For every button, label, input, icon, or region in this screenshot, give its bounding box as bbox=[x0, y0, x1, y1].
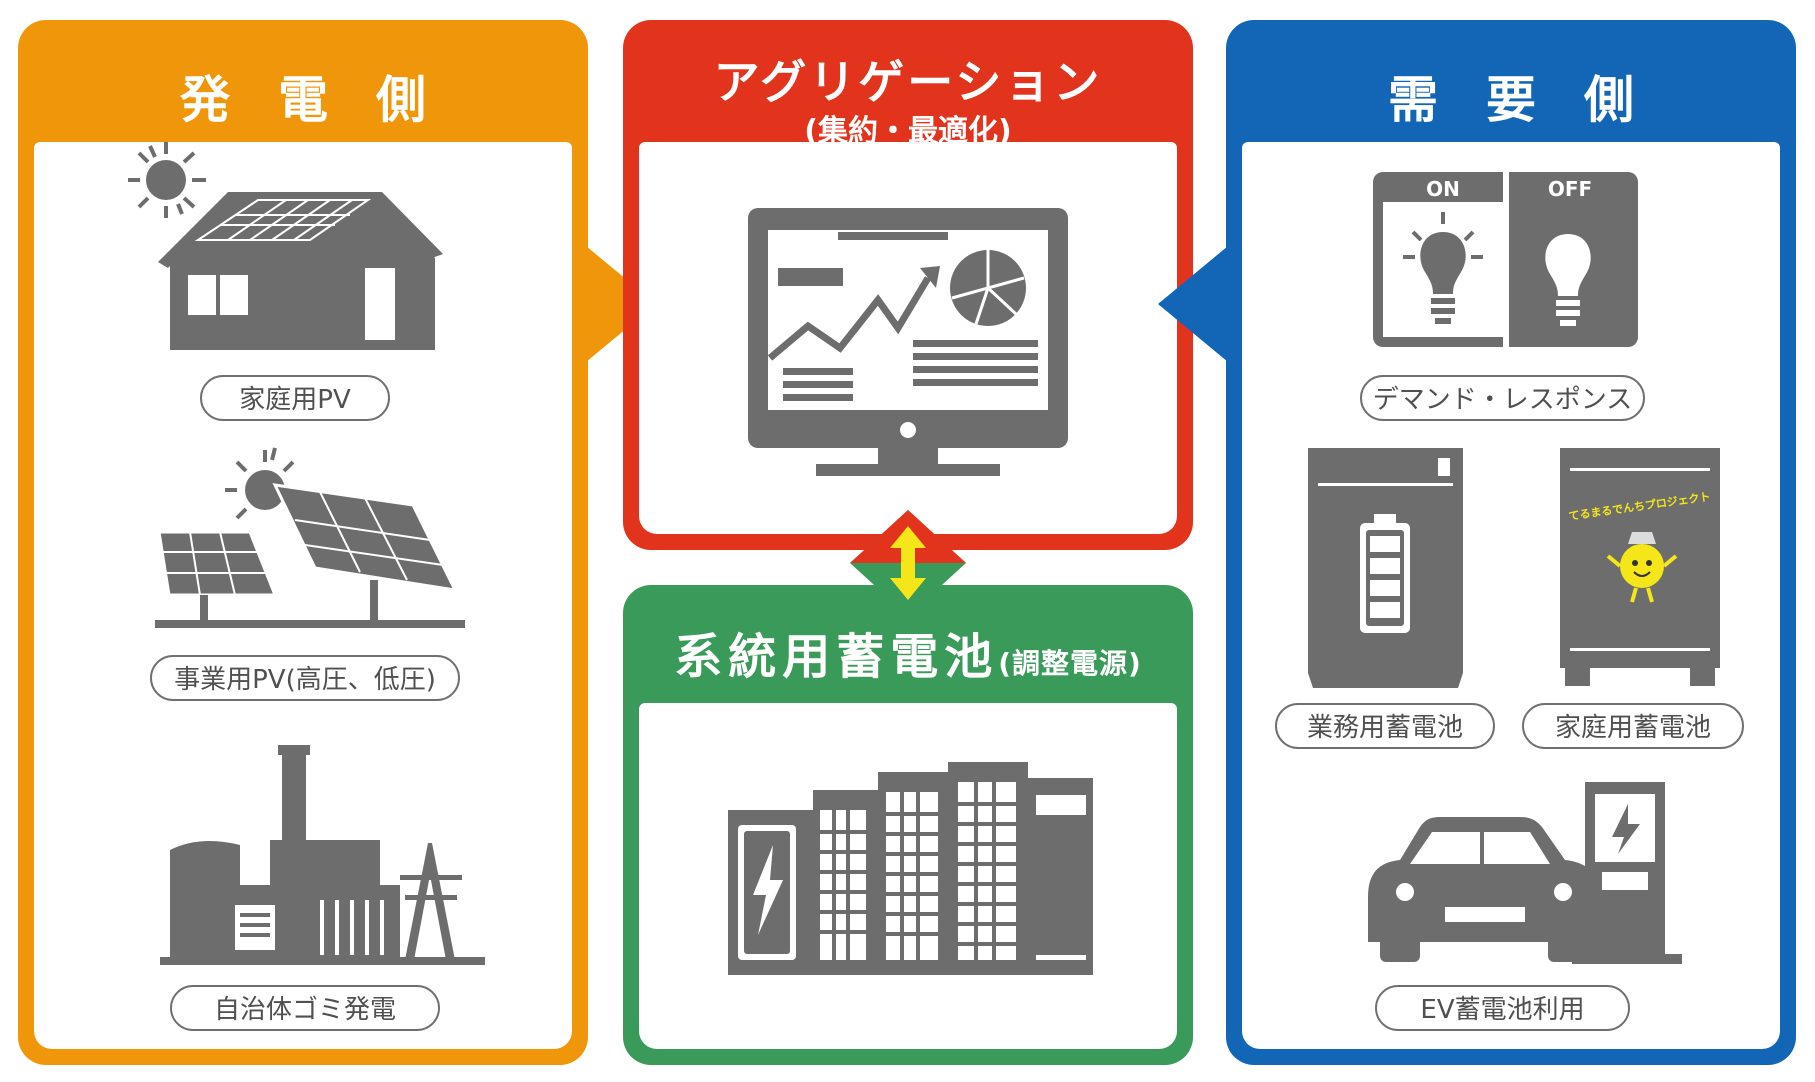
lightning-icon bbox=[1612, 804, 1640, 854]
grid-battery-subtitle: (調整電源) bbox=[998, 647, 1142, 680]
label-home-pv: 家庭用PV bbox=[200, 375, 390, 421]
aggregation-title: アグリゲーション bbox=[713, 55, 1103, 109]
label-ev-battery: EV蓄電池利用 bbox=[1375, 985, 1630, 1031]
waste-power-plant-icon bbox=[160, 745, 485, 965]
grid-battery-title-text: 系統用蓄電池 bbox=[674, 629, 999, 685]
house-with-solar-icon bbox=[128, 142, 443, 350]
solar-farm-icon bbox=[155, 447, 465, 628]
analytics-monitor-icon bbox=[748, 208, 1068, 476]
demand-title: 需要側 bbox=[1388, 71, 1682, 129]
mascot-icon bbox=[1606, 532, 1678, 603]
on-off-switch-icon: ON OFF bbox=[1373, 172, 1638, 347]
generation-title: 発電側 bbox=[180, 71, 474, 129]
lightning-icon bbox=[753, 845, 783, 935]
label-home-battery: 家庭用蓄電池 bbox=[1522, 703, 1744, 749]
demand-to-aggregation-arrow bbox=[1158, 246, 1228, 362]
switch-off-label: OFF bbox=[1548, 177, 1592, 201]
trend-line-icon bbox=[767, 276, 932, 361]
grid-battery-title: 系統用蓄電池(調整電源) bbox=[623, 617, 1193, 687]
sun-icon bbox=[146, 160, 186, 200]
light-bulb-off-icon bbox=[1545, 234, 1591, 326]
battery-storage-facility-icon bbox=[728, 762, 1093, 975]
home-battery-icon: てるまるでんちプロジェクト bbox=[1560, 448, 1720, 686]
label-commercial-battery: 業務用蓄電池 bbox=[1275, 703, 1495, 749]
label-municipal-waste-power: 自治体ゴミ発電 bbox=[170, 985, 440, 1031]
bidirectional-connector bbox=[850, 510, 966, 616]
label-demand-response: デマンド・レスポンス bbox=[1360, 375, 1645, 421]
sun-icon bbox=[245, 470, 285, 510]
commercial-battery-icon bbox=[1308, 448, 1463, 688]
label-commercial-pv: 事業用PV(高圧、低圧) bbox=[150, 655, 460, 701]
switch-on-label: ON bbox=[1426, 177, 1460, 201]
ev-charging-icon bbox=[1368, 782, 1682, 964]
double-arrow-icon bbox=[890, 526, 926, 600]
light-bulb-on-icon bbox=[1403, 212, 1483, 324]
